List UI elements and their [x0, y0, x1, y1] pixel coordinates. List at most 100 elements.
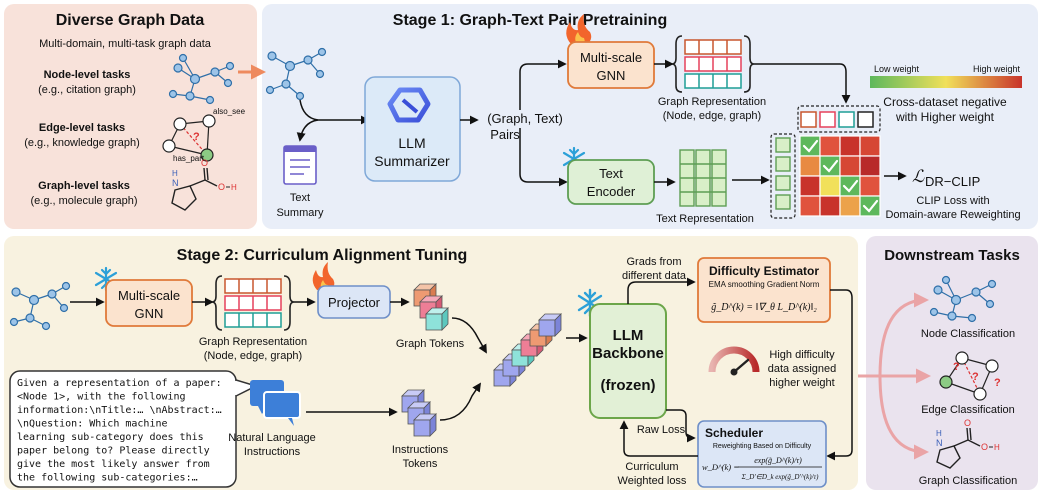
edge-classification-label: Edge Classification [921, 404, 1015, 416]
graph-classification-label: Graph Classification [919, 475, 1017, 487]
scheduler-title: Scheduler [705, 426, 763, 440]
diverse-subtitle: Multi-domain, multi-task graph data [39, 38, 212, 50]
prompt-line: <Node 1>, with the following [17, 392, 186, 403]
stage2-graph-rep-label-2: (Node, edge, graph) [204, 350, 302, 362]
pairs-label-1: (Graph, Text) [487, 111, 563, 126]
difficulty-formula: g̃_D^(k) = ‖∇_θ L_D^(k)‖₂ [711, 302, 817, 313]
mol-n-label: N [172, 178, 179, 188]
mol-h2-label: H [231, 183, 237, 192]
stage2-title: Stage 2: Curriculum Alignment Tuning [177, 247, 468, 264]
difficulty-estimator-title: Difficulty Estimator [709, 264, 819, 278]
stage1-title: Stage 1: Graph-Text Pair Pretraining [393, 12, 667, 29]
loss-symbol: ℒ [912, 167, 925, 186]
difficulty-gauge-icon [708, 346, 760, 376]
text-representation [679, 149, 727, 207]
stage1-input-graph-icon [265, 47, 327, 101]
stage2-gnn-label-2: GNN [135, 306, 164, 321]
edge-q-mark-1: ? [953, 361, 960, 373]
graph-tokens-label: Graph Tokens [396, 338, 465, 350]
downstream-title: Downstream Tasks [884, 247, 1020, 264]
node-classification-graph-icon [929, 275, 997, 323]
raw-loss-label: Raw Loss [637, 424, 686, 436]
curriculum-label-1: Curriculum [625, 461, 678, 473]
text-summary-icon [283, 145, 317, 185]
high-difficulty-label-1: High difficulty [769, 349, 835, 361]
kg-relation-has-part: has_part [173, 154, 205, 163]
clip-loss-label-2: Domain-aware Reweighting [885, 209, 1020, 221]
instruction-tokens-icon [401, 389, 437, 437]
graph-task-label: Graph-level tasks [38, 180, 130, 192]
edge-q-mark-2: ? [972, 371, 979, 383]
loss-subscript: DR−CLIP [925, 174, 980, 189]
grads-arrow [627, 277, 696, 304]
downstream-arrows [858, 292, 931, 460]
ds-mol-h: H [936, 429, 942, 438]
citation-graph-icon [168, 53, 235, 105]
ds-mol-oh: O [981, 442, 988, 452]
prompt-text-lines: Given a representation of a paper: <Node … [17, 378, 222, 484]
chat-bubbles-icon [250, 380, 301, 426]
panel-diverse-data [4, 4, 257, 229]
ds-mol-n: N [936, 438, 943, 448]
similarity-matrix [799, 135, 881, 217]
combined-tokens-icon [493, 313, 562, 387]
text-vector-cells [775, 137, 791, 210]
stage1-graph-rep-label-1: Graph Representation [658, 96, 766, 108]
text-summary-arrow [296, 119, 319, 142]
llm-summarizer-label-1: LLM [398, 135, 425, 151]
pairs-label-2: Pairs [490, 127, 520, 142]
kg-question-mark: ? [193, 131, 200, 143]
stage2-graph-representation [211, 275, 295, 331]
prompt-line: paper belong to? Please directly [17, 446, 210, 457]
stage1-graph-representation [671, 35, 755, 93]
molecule-icon: N H O O H [171, 158, 237, 211]
stage2-graph-rep-label-1: Graph Representation [199, 336, 307, 348]
curriculum-label-2: Weighted loss [618, 475, 687, 487]
kg-relation-also-see: also_see [213, 107, 246, 116]
prompt-line: Given a representation of a paper: [17, 378, 222, 389]
pairs-to-text-encoder-arrow [519, 128, 568, 187]
panel-downstream [866, 236, 1038, 490]
inst-tokens-merge-arrow [439, 382, 481, 421]
prompt-line: learning sub-category does this [17, 432, 204, 443]
scheduler-subtitle: Reweighting Based on Difficulty [713, 443, 812, 450]
high-difficulty-label-3: higher weight [769, 377, 834, 389]
node-task-label: Node-level tasks [44, 69, 131, 81]
stage1-gnn-box [567, 41, 655, 89]
knowledge-graph-icon: also_see has_part ? [162, 107, 246, 163]
clip-loss-label-1: CLIP Loss with [916, 195, 989, 207]
cross-dataset-label-2: with Higher weight [895, 110, 995, 124]
nl-instructions-label-2: Instructions [244, 446, 301, 458]
stage1-gnn-label-2: GNN [597, 68, 626, 83]
graph-classification-molecule-icon: N H O O H [936, 418, 1000, 469]
graph-task-eg: (e.g., molecule graph) [31, 195, 138, 207]
low-weight-label: Low weight [874, 64, 920, 74]
text-summary-label-2: Summary [276, 207, 324, 219]
cross-dataset-label-1: Cross-dataset negative [883, 95, 1007, 109]
scheduler-formula-numerator: exp(g̃_D^(k)/τ) [754, 456, 802, 465]
text-summary-label-1: Text [290, 192, 310, 204]
stage2-input-graph-icon [9, 281, 71, 331]
ds-mol-h2: H [994, 443, 1000, 452]
high-weight-label: High weight [973, 64, 1021, 74]
graph-vector-box [797, 105, 881, 133]
mol-oh-label: O [218, 182, 225, 192]
nl-instructions-label-1: Natural Language [228, 432, 315, 444]
edge-classification-graph-icon: ? ? ? [939, 351, 1001, 401]
scheduler-box [697, 420, 827, 488]
prompt-line: \nQuestion: Which machine [17, 419, 168, 430]
text-rep-label: Text Representation [656, 213, 754, 225]
text-vector-box [770, 133, 796, 219]
llm-summarizer-label-2: Summarizer [374, 153, 450, 169]
difficulty-estimator-subtitle: EMA smoothing Gradient Norm [709, 280, 820, 289]
prompt-line: information:\nTitle:… \nAbstract:… [17, 405, 222, 416]
rep-to-matrix-arrow [754, 63, 851, 104]
mol-o-label: O [201, 158, 208, 168]
inst-tokens-label-2: Tokens [403, 458, 438, 470]
edge-task-eg: (e.g., knowledge graph) [24, 137, 140, 149]
llm-backbone-label-2: Backbone [592, 345, 664, 362]
node-task-eg: (e.g., citation graph) [38, 84, 136, 96]
text-encoder-label-2: Encoder [587, 184, 636, 199]
projector-label: Projector [328, 295, 381, 310]
